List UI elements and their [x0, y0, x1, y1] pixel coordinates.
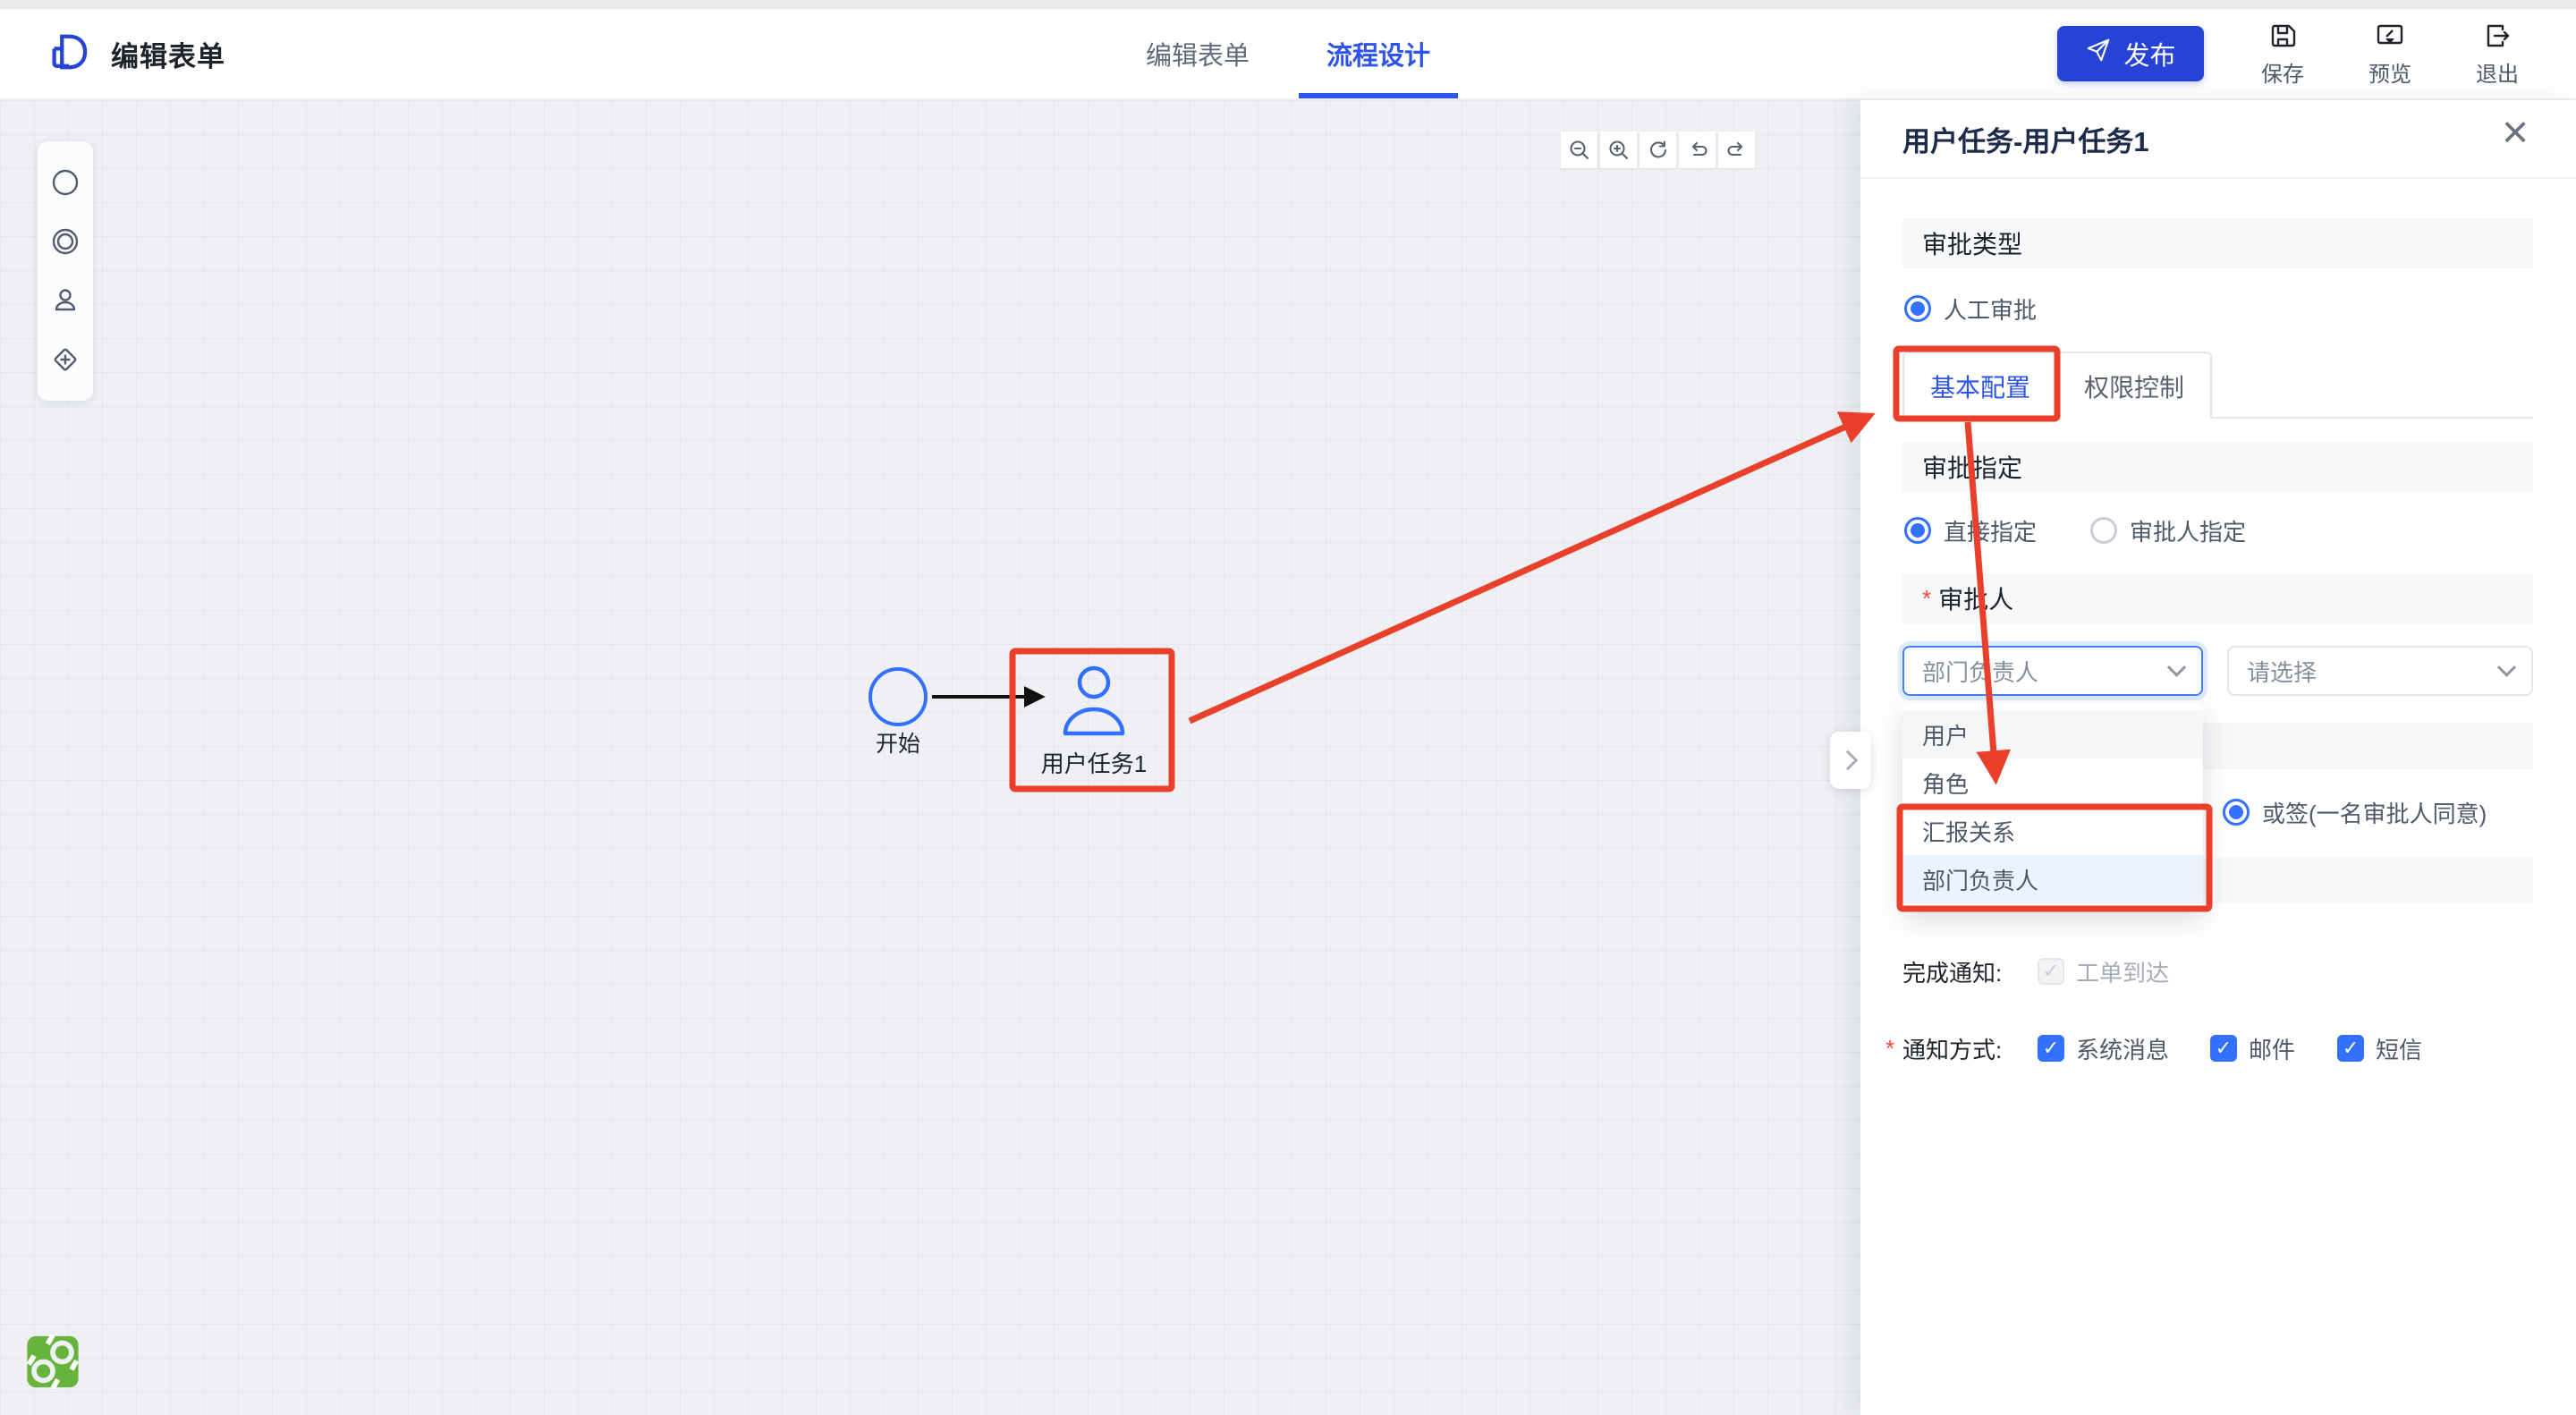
complete-notify-row: 完成通知: ✓ 工单到达: [1902, 953, 2533, 989]
save-icon: [2267, 20, 2299, 52]
dropdown-option-role[interactable]: 角色: [1902, 758, 2203, 807]
properties-panel: 用户任务-用户任务1 × 审批类型 人工审批 基本配置 权限控制 审批指定 直接…: [1860, 100, 2576, 1415]
notify-method-label: 通知方式:: [1902, 1032, 2038, 1065]
check-icon: ✓: [2043, 1038, 2059, 1058]
approver-type-select[interactable]: 部门负责人: [1902, 646, 2203, 696]
panel-header: 用户任务-用户任务1 ×: [1860, 100, 2576, 179]
radio-approver-assign[interactable]: 审批人指定: [2090, 511, 2246, 550]
exit-button[interactable]: 退出: [2469, 20, 2526, 88]
publish-button[interactable]: 发布: [2057, 26, 2204, 81]
tab-flow-design[interactable]: 流程设计: [1326, 9, 1430, 98]
checkbox-system-message[interactable]: ✓ 系统消息: [2038, 1032, 2169, 1065]
tab-edit-form[interactable]: 编辑表单: [1146, 9, 1250, 98]
chevron-down-icon: [2167, 657, 2186, 676]
checkbox-ticket-arrived: ✓ 工单到达: [2038, 955, 2169, 988]
panel-title: 用户任务-用户任务1: [1902, 119, 2149, 159]
section-approver: * 审批人: [1902, 573, 2533, 623]
checkbox-icon: ✓: [2210, 1035, 2237, 1062]
preview-icon: [2374, 20, 2406, 52]
start-event-node[interactable]: [870, 669, 926, 724]
approver-value-select[interactable]: 请选择: [2227, 646, 2533, 696]
checkbox-email[interactable]: ✓ 邮件: [2210, 1032, 2295, 1065]
checkbox-sms[interactable]: ✓ 短信: [2337, 1032, 2422, 1065]
check-icon: ✓: [2343, 1038, 2359, 1058]
radio-manual-approval[interactable]: 人工审批: [1904, 289, 2037, 328]
chevron-down-icon: [2497, 657, 2516, 676]
send-icon: [2085, 37, 2112, 71]
radio-icon: [1904, 295, 1931, 322]
notify-method-row: * 通知方式: ✓ 系统消息 ✓ 邮件 ✓ 短信: [1902, 1030, 2533, 1066]
radio-icon: [1904, 517, 1931, 544]
chevron-right-icon: [1838, 750, 1859, 771]
radio-or-sign[interactable]: 或签(一名审批人同意): [2223, 792, 2487, 832]
required-asterisk: *: [1922, 585, 1931, 613]
section-approval-assign: 审批指定: [1902, 442, 2533, 492]
save-button[interactable]: 保存: [2254, 20, 2311, 88]
exit-icon: [2481, 20, 2513, 52]
tab-permission-control[interactable]: 权限控制: [2058, 352, 2212, 419]
section-approval-type: 审批类型: [1902, 218, 2533, 268]
dropdown-option-user[interactable]: 用户: [1902, 710, 2203, 758]
bpmn-logo-icon: [25, 1335, 80, 1389]
preview-button[interactable]: 预览: [2361, 20, 2419, 88]
user-task-node[interactable]: [1065, 668, 1123, 733]
checkbox-icon: ✓: [2038, 1035, 2064, 1062]
approver-type-dropdown: 用户 角色 汇报关系 部门负责人: [1902, 703, 2203, 911]
radio-icon: [2090, 517, 2117, 544]
panel-tabs: 基本配置 权限控制: [1902, 352, 2533, 419]
task-node-label: 用户任务1: [1022, 746, 1165, 779]
complete-notify-label: 完成通知:: [1902, 955, 2038, 988]
active-tab-underline: [1299, 93, 1458, 98]
panel-collapse-handle[interactable]: [1830, 732, 1871, 789]
check-icon: ✓: [2216, 1038, 2232, 1058]
checkbox-icon: ✓: [2337, 1035, 2364, 1062]
close-icon[interactable]: ×: [2490, 107, 2540, 157]
topbar: 编辑表单 编辑表单 流程设计 发布 保存: [0, 9, 2576, 100]
required-asterisk: *: [1885, 1035, 1894, 1063]
radio-icon: [2223, 799, 2250, 826]
tab-basic-config[interactable]: 基本配置: [1902, 352, 2058, 419]
radio-direct-assign[interactable]: 直接指定: [1904, 511, 2037, 550]
flow-canvas[interactable]: 开始 用户任务1: [0, 100, 1860, 1415]
dropdown-option-dept-manager[interactable]: 部门负责人: [1902, 855, 2203, 903]
checkbox-icon: ✓: [2038, 958, 2064, 985]
check-icon: ✓: [2043, 962, 2059, 981]
start-node-label: 开始: [853, 726, 943, 758]
window-edge: [0, 0, 2576, 9]
dropdown-option-reporting-line[interactable]: 汇报关系: [1902, 807, 2203, 855]
